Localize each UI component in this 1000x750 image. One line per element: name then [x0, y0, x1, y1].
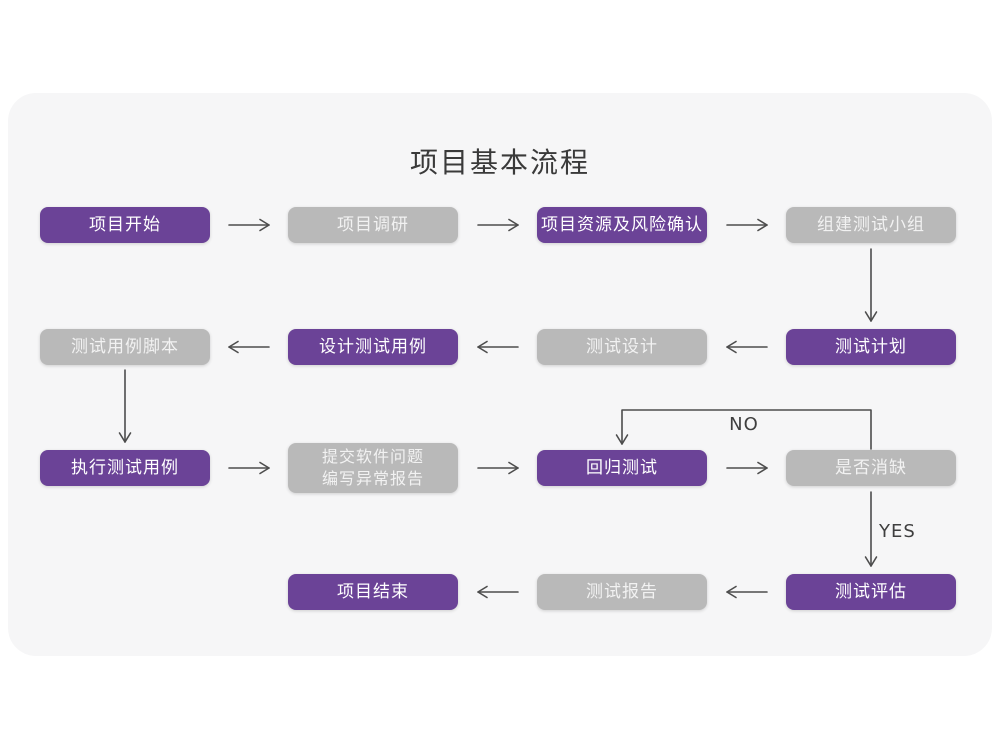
node-label: 项目开始: [89, 214, 161, 235]
flow-node-test-report: 测试报告: [537, 574, 707, 610]
flow-node-project-start: 项目开始: [40, 207, 210, 243]
node-label-line1: 提交软件问题: [321, 447, 424, 467]
node-label: 测试评估: [835, 581, 907, 602]
node-label: 项目结束: [337, 581, 409, 602]
node-label: 测试设计: [586, 336, 658, 357]
flow-node-test-evaluation: 测试评估: [786, 574, 956, 610]
node-label: 设计测试用例: [319, 336, 427, 357]
flow-node-build-test-team: 组建测试小组: [786, 207, 956, 243]
flow-node-resource-risk-confirm: 项目资源及风险确认: [537, 207, 707, 243]
node-label: 是否消缺: [835, 457, 907, 478]
node-label: 项目资源及风险确认: [541, 214, 703, 235]
flow-node-design-test-case: 设计测试用例: [288, 329, 458, 365]
flow-node-defect-cleared-check: 是否消缺: [786, 450, 956, 486]
node-label: 回归测试: [586, 457, 658, 478]
flow-node-project-end: 项目结束: [288, 574, 458, 610]
flow-node-test-plan: 测试计划: [786, 329, 956, 365]
node-label: 测试用例脚本: [71, 336, 179, 357]
diagram-card-background: [8, 93, 992, 656]
flow-node-project-research: 项目调研: [288, 207, 458, 243]
node-label: 组建测试小组: [817, 214, 925, 235]
flow-node-execute-test-case: 执行测试用例: [40, 450, 210, 486]
node-label: 测试报告: [586, 581, 658, 602]
node-label: 测试计划: [835, 336, 907, 357]
flow-node-submit-issue-report: 提交软件问题 编写异常报告: [288, 443, 458, 493]
edge-label-yes: YES: [879, 521, 916, 542]
node-label: 项目调研: [337, 214, 409, 235]
node-label: 执行测试用例: [71, 457, 179, 478]
flow-node-test-design: 测试设计: [537, 329, 707, 365]
flow-node-test-case-script: 测试用例脚本: [40, 329, 210, 365]
flow-node-regression-test: 回归测试: [537, 450, 707, 486]
node-label-line2: 编写异常报告: [321, 469, 424, 488]
edge-label-no: NO: [729, 414, 759, 435]
diagram-title: 项目基本流程: [409, 146, 590, 179]
